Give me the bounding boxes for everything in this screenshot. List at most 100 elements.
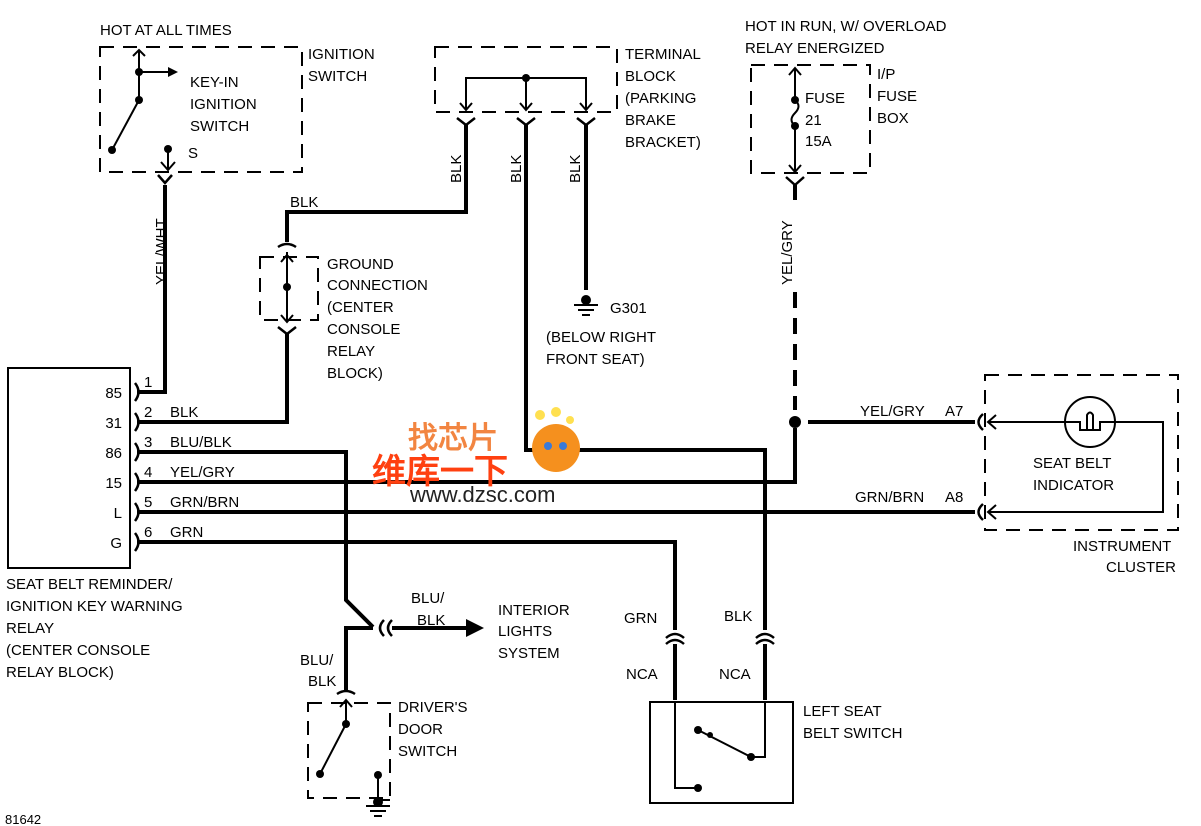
grn-wire-label: GRN: [624, 610, 657, 627]
ground-connection: BLK GROUND CONNECTION (CENTER CONSOLE RE…: [259, 125, 468, 382]
door-switch-title: DOOR: [398, 721, 443, 738]
ground-connection-title: GROUND: [327, 256, 394, 273]
mascot-icon: [532, 424, 580, 472]
blu-blk-wire-label: BLU/: [300, 652, 334, 669]
ignition-switch: HOT AT ALL TIMES IGNITION SWITCH KEY-IN …: [99, 22, 375, 185]
relay-title: (CENTER CONSOLE: [6, 642, 150, 659]
ignition-switch-title: IGNITION: [308, 46, 375, 63]
wire-color-label: YEL/GRY: [170, 464, 235, 481]
g301-location: (BELOW RIGHT: [546, 329, 656, 346]
relay-title: IGNITION KEY WARNING: [6, 598, 183, 615]
watermark-logo: 找芯片 维库一下 www.dzsc.com: [372, 407, 580, 507]
interior-lights-title: SYSTEM: [498, 645, 560, 662]
fuse-box-title: I/P: [877, 66, 895, 83]
pin-number: 4: [144, 464, 152, 481]
terminal-block-title: (PARKING: [625, 90, 696, 107]
figure-id: 81642: [5, 812, 41, 826]
yel-gry-wire-label: YEL/GRY: [779, 220, 796, 285]
pin-number: 5: [144, 494, 152, 511]
nca-label: NCA: [719, 666, 751, 683]
blu-blk-wire-label: BLK: [417, 612, 445, 629]
hot-in-run-label: RELAY ENERGIZED: [745, 40, 885, 57]
relay-terminal-label: L: [114, 505, 122, 522]
wire-color-label: BLU/BLK: [170, 434, 232, 451]
fuse-label: 21: [805, 112, 822, 129]
pin-number: 2: [144, 404, 152, 421]
relay-terminal-label: 86: [105, 445, 122, 462]
hot-in-run-label: HOT IN RUN, W/ OVERLOAD: [745, 18, 947, 35]
a8-label: A8: [945, 489, 963, 506]
left-seat-belt-switch: GRN BLK NCA NCA LEFT SEAT BELT SWITCH: [624, 608, 902, 804]
seat-switch-title: BELT SWITCH: [803, 725, 902, 742]
fuse-label: 15A: [805, 133, 832, 150]
blk-wire-label: BLK: [567, 155, 584, 183]
blu-blk-wire-label: BLK: [308, 673, 336, 690]
relay-terminal-label: 85: [105, 385, 122, 402]
wire-pin3: [137, 450, 375, 629]
wire-pin4: [137, 428, 797, 484]
grn-brn-wire-label: GRN/BRN: [855, 489, 924, 506]
wire-pin2: [137, 334, 289, 424]
terminal-block: TERMINAL BLOCK (PARKING BRAKE BRACKET): [434, 46, 701, 151]
relay-terminal-label: 15: [105, 475, 122, 492]
terminal-block-title: TERMINAL: [625, 46, 701, 63]
relay-title: RELAY BLOCK): [6, 664, 114, 681]
fuse-label: FUSE: [805, 90, 845, 107]
terminal-block-title: BRAKE: [625, 112, 676, 129]
key-in-label: KEY-IN: [190, 74, 239, 91]
blk-wire-label: BLK: [724, 608, 752, 625]
ground-connection-title: RELAY: [327, 343, 375, 360]
relay-title: SEAT BELT REMINDER/: [6, 576, 173, 593]
instrument-cluster: YEL/GRY A7 GRN/BRN A8 SEAT BELT INDICATO…: [855, 374, 1179, 576]
fuse-box-title: BOX: [877, 110, 909, 127]
blk-wire-label: BLK: [508, 155, 525, 183]
a7-label: A7: [945, 403, 963, 420]
terminal-block-title: BLOCK: [625, 68, 676, 85]
pin-number: 6: [144, 524, 152, 541]
wire-pin6: [137, 540, 677, 630]
instrument-cluster-title: INSTRUMENT: [1073, 538, 1171, 555]
instrument-cluster-title: CLUSTER: [1106, 559, 1176, 576]
relay-terminal-label: 31: [105, 415, 122, 432]
blu-blk-wire-label: BLU/: [411, 590, 445, 607]
key-in-label: IGNITION: [190, 96, 257, 113]
ground-g301: G301 (BELOW RIGHT FRONT SEAT): [546, 125, 656, 368]
fuse-box-title: FUSE: [877, 88, 917, 105]
watermark-text: 维库一下: [372, 453, 508, 491]
nca-label: NCA: [626, 666, 658, 683]
indicator-label: SEAT BELT: [1033, 455, 1111, 472]
blk-wire-label: BLK: [448, 155, 465, 183]
wire-pin1: [137, 185, 167, 394]
arrow-icon: [466, 619, 484, 637]
wire-color-label: GRN/BRN: [170, 494, 239, 511]
indicator-label: INDICATOR: [1033, 477, 1114, 494]
watermark-url: www.dzsc.com: [409, 482, 555, 507]
blk-wire-label: BLK: [290, 194, 318, 211]
ground-connection-title: CONNECTION: [327, 277, 428, 294]
door-switch-title: SWITCH: [398, 743, 457, 760]
pin-number: 1: [144, 374, 152, 391]
g301-location: FRONT SEAT): [546, 351, 645, 368]
interior-lights-title: LIGHTS: [498, 623, 552, 640]
seat-switch-title: LEFT SEAT: [803, 703, 882, 720]
hot-at-all-times-label: HOT AT ALL TIMES: [100, 22, 232, 39]
ground-connection-title: BLOCK): [327, 365, 383, 382]
interior-lights-branch: BLU/ BLK INTERIOR LIGHTS SYSTEM: [344, 590, 570, 690]
interior-lights-title: INTERIOR: [498, 602, 570, 619]
wire-color-label: BLK: [170, 404, 198, 421]
yel-gry-wire-label: YEL/GRY: [860, 403, 925, 420]
drivers-door-switch: BLU/ BLK DRIVER'S DOOR SWITCH: [300, 652, 468, 817]
terminal-s-label: S: [188, 145, 198, 162]
relay-title: RELAY: [6, 620, 54, 637]
door-switch-title: DRIVER'S: [398, 699, 468, 716]
fuse-box: HOT IN RUN, W/ OVERLOAD RELAY ENERGIZED …: [745, 18, 947, 200]
ground-connection-title: CONSOLE: [327, 321, 400, 338]
wire-center-blk: [524, 125, 767, 630]
pin-number: 3: [144, 434, 152, 451]
watermark-text: 找芯片: [408, 422, 498, 455]
wire-color-label: GRN: [170, 524, 203, 541]
yel-wht-wire-label: YEL/WHT: [153, 218, 170, 285]
terminal-block-title: BRACKET): [625, 134, 701, 151]
